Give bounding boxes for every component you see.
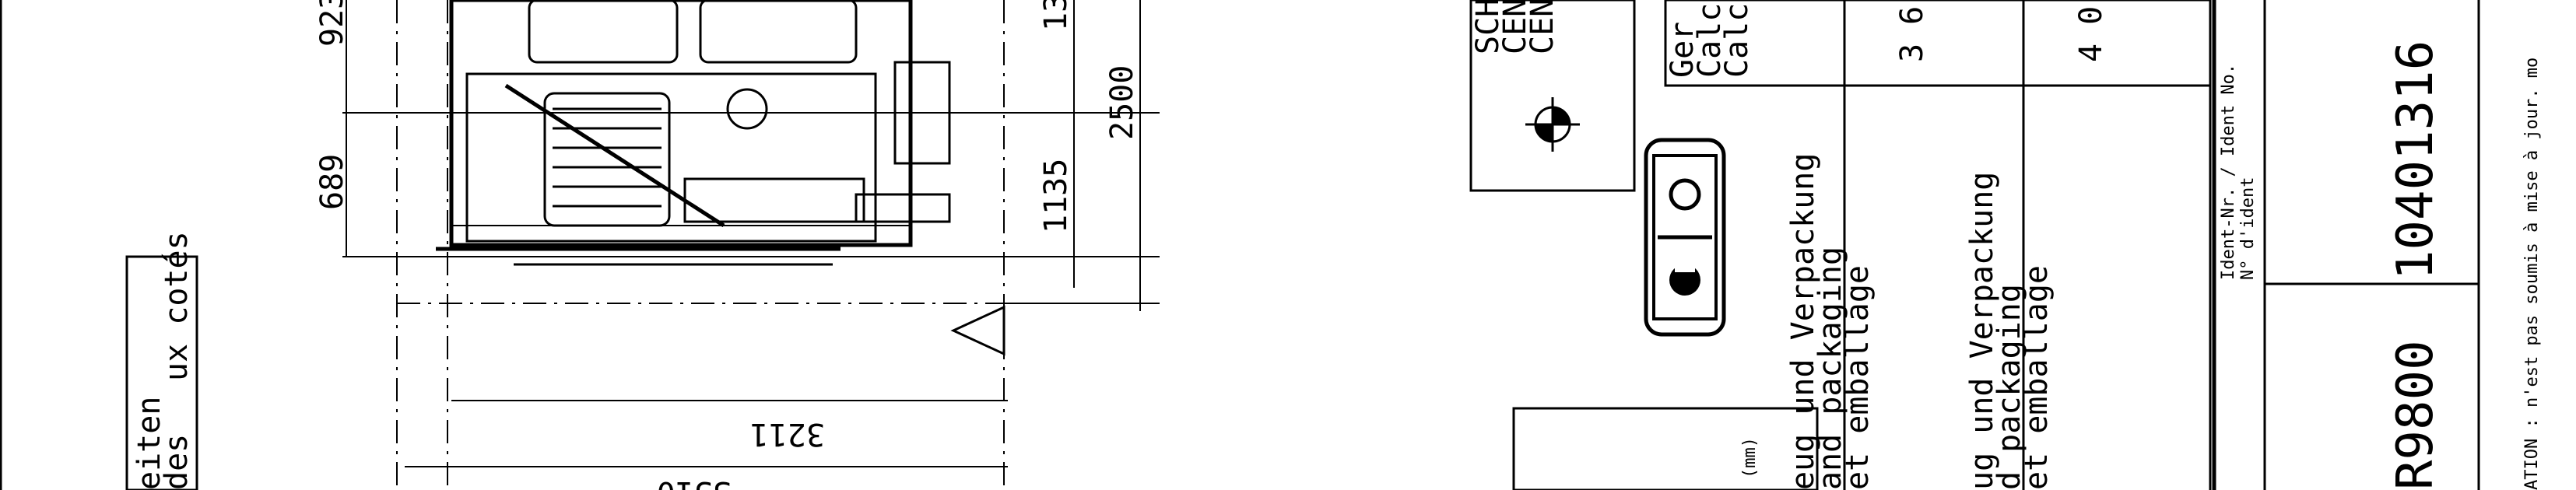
ident-number: 10401316 (2387, 40, 2444, 280)
manual-book-icon (1644, 138, 1726, 337)
weight-row1-value: 3 6 (1894, 6, 1930, 62)
part-code: R9800 (2387, 340, 2444, 490)
target-icon (1525, 97, 1580, 152)
side-note-text: eiten des ux cotés (132, 231, 195, 490)
title-block (2212, 0, 2480, 490)
side-note-line2: des (159, 434, 195, 490)
dim-3211: 3211 (750, 416, 825, 452)
side-note-line1: eiten (132, 397, 167, 490)
machine-outline (436, 0, 951, 266)
weight-row2-text2: d packaging (1992, 284, 2027, 490)
center-label-line2: CEN (1497, 0, 1533, 54)
weight-row1-text1: eug und Verpackung (1785, 153, 1821, 490)
level-marker-triangle (950, 305, 1005, 356)
weight-row2-text1: ug und Verpackung (1964, 172, 2000, 490)
unit-box (1512, 407, 1819, 490)
weight-header-line1: Ger (1665, 22, 1700, 78)
weight-row1-text2: and packaging (1813, 247, 1848, 490)
dim-1135: 1135 (1038, 159, 1074, 233)
unit-label: (mm) (1740, 437, 1760, 478)
weight-row1-text3: et emballage (1840, 265, 1876, 490)
weight-row2-text3: et emballage (2019, 265, 2055, 490)
dim-2500: 2500 (1104, 65, 1140, 140)
center-label-line3: CEN (1525, 0, 1560, 54)
side-note-line3: ux cotés (159, 231, 195, 381)
footer-note: ATION : n'est pas soumis à mise à jour. … (2522, 58, 2542, 490)
weight-row2-value: 4 0 (2073, 6, 2109, 62)
ident-label-fr: N° d'ident (2238, 177, 2258, 280)
dim-13: 13 (1038, 0, 1074, 31)
dim-3510: 3510 (657, 474, 732, 490)
weight-header-line2: Calc (1692, 3, 1728, 78)
center-label-box (1469, 0, 1636, 192)
side-note-box (125, 255, 198, 490)
ident-label: Ident-Nr. / Ident No. (2219, 64, 2238, 280)
center-label-line1: SCH (1470, 0, 1506, 54)
dim-923: 923 (314, 0, 350, 47)
weight-table (1664, 0, 2212, 490)
weight-header-line3: Calc (1719, 3, 1755, 78)
dim-689: 689 (314, 154, 350, 210)
